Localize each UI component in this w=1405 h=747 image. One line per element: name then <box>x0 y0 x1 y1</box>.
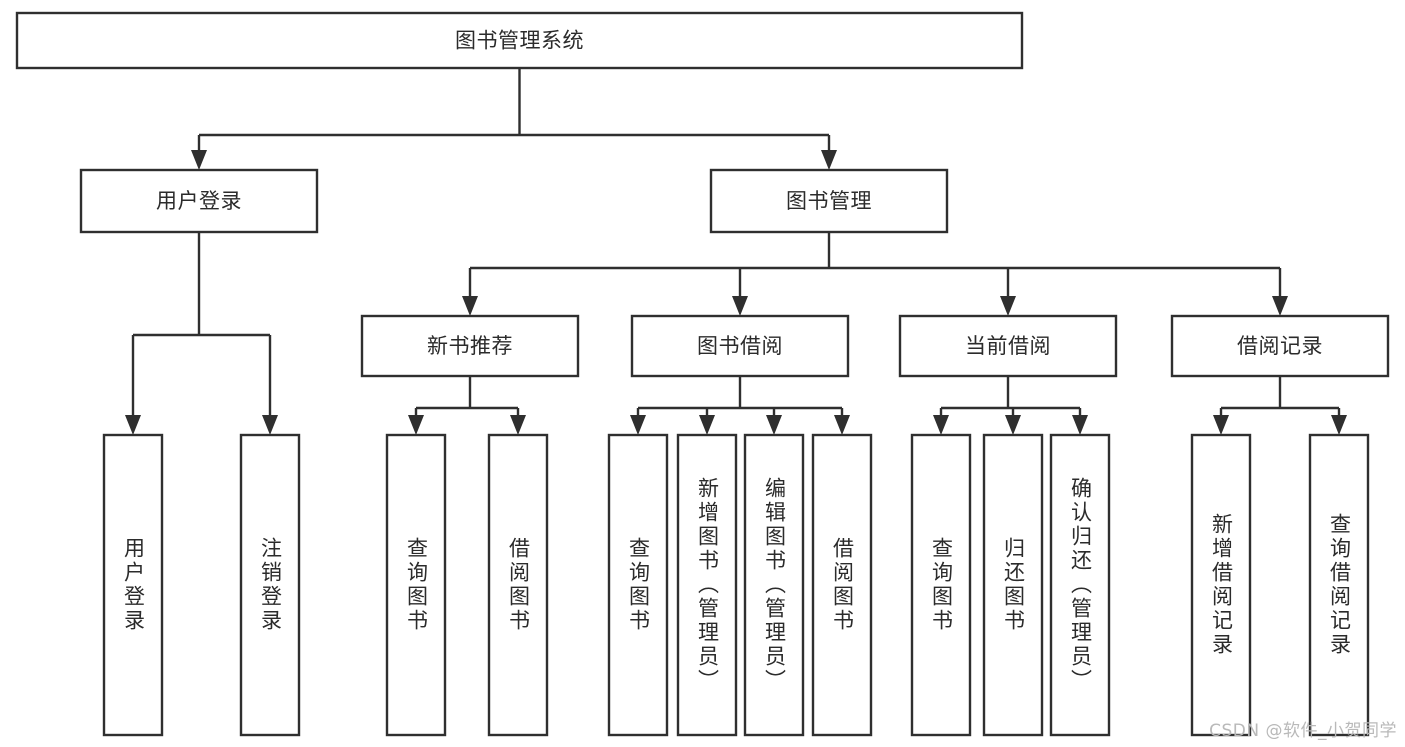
arrowhead-leaf-query-record <box>1331 415 1347 435</box>
arrowhead-leaf-logout <box>262 415 278 435</box>
node-leaf-borrow-book-1[interactable] <box>487 433 549 737</box>
node-new-book-recommend[interactable] <box>360 314 580 378</box>
arrowhead-borrow-record <box>1272 296 1288 316</box>
node-leaf-edit-book[interactable] <box>743 433 805 737</box>
watermark-text: CSDN @软件_小贺同学 <box>1209 721 1397 741</box>
node-leaf-logout[interactable] <box>239 433 301 737</box>
node-label-user-login: 用户登录 <box>156 189 242 213</box>
node-leaf-query-book-3[interactable] <box>910 433 972 737</box>
node-leaf-return-book[interactable] <box>982 433 1044 737</box>
boxes-layer <box>15 11 1390 737</box>
node-label-root: 图书管理系统 <box>455 29 584 53</box>
arrowhead-current-borrow <box>1000 296 1016 316</box>
arrowhead-leaf-borrow-book-2 <box>834 415 850 435</box>
arrowhead-book-management <box>821 150 837 170</box>
arrowhead-leaf-return-book <box>1005 415 1021 435</box>
arrowhead-user-login <box>191 150 207 170</box>
node-label-current-borrow: 当前借阅 <box>965 334 1051 358</box>
arrowhead-leaf-edit-book <box>766 415 782 435</box>
node-user-login[interactable] <box>79 168 319 234</box>
node-leaf-query-book-2[interactable] <box>607 433 669 737</box>
node-leaf-user-login[interactable] <box>102 433 164 737</box>
node-current-borrow[interactable] <box>898 314 1118 378</box>
node-root-system[interactable] <box>15 11 1024 70</box>
node-leaf-confirm-return[interactable] <box>1049 433 1111 737</box>
node-leaf-add-record[interactable] <box>1190 433 1252 737</box>
arrowhead-leaf-query-book-2 <box>630 415 646 435</box>
arrowhead-new-book-recommend <box>462 296 478 316</box>
connectors-layer <box>125 68 1347 435</box>
node-label-book-borrow: 图书借阅 <box>697 334 783 358</box>
arrowhead-leaf-user-login <box>125 415 141 435</box>
node-label-book-management: 图书管理 <box>786 189 872 213</box>
node-book-management[interactable] <box>709 168 949 234</box>
node-borrow-record[interactable] <box>1170 314 1390 378</box>
arrowhead-leaf-query-book-3 <box>933 415 949 435</box>
arrowhead-leaf-add-book <box>699 415 715 435</box>
arrowhead-leaf-confirm-return <box>1072 415 1088 435</box>
node-leaf-add-book[interactable] <box>676 433 738 737</box>
arrowhead-leaf-borrow-book-1 <box>510 415 526 435</box>
node-label-new-book-recommend: 新书推荐 <box>427 334 513 358</box>
node-book-borrow[interactable] <box>630 314 850 378</box>
arrowhead-leaf-query-book-1 <box>408 415 424 435</box>
arrowhead-book-borrow <box>732 296 748 316</box>
node-leaf-borrow-book-2[interactable] <box>811 433 873 737</box>
node-label-borrow-record: 借阅记录 <box>1237 334 1323 358</box>
node-leaf-query-record[interactable] <box>1308 433 1370 737</box>
arrowhead-leaf-add-record <box>1213 415 1229 435</box>
node-leaf-query-book-1[interactable] <box>385 433 447 737</box>
